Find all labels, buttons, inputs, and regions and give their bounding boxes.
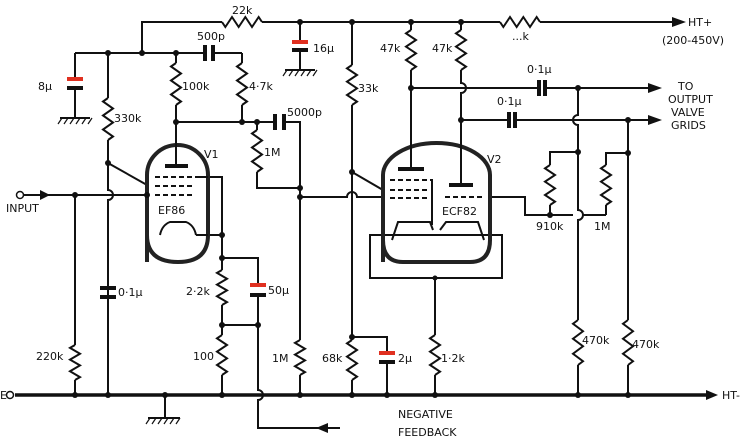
label-470k-a: 470k bbox=[582, 334, 610, 347]
label-feedback: FEEDBACK bbox=[398, 426, 457, 439]
resistor-dropper bbox=[499, 15, 541, 29]
resistor-1k2 bbox=[428, 334, 442, 376]
label-500p: 500p bbox=[197, 30, 225, 43]
label-5000p: 5000p bbox=[287, 106, 322, 119]
svg-text:VALVE: VALVE bbox=[671, 106, 705, 119]
resistor-68k bbox=[345, 339, 359, 381]
resistor-33k bbox=[345, 64, 359, 106]
label-68k: 68k bbox=[322, 352, 343, 365]
valve-v1 bbox=[145, 143, 210, 265]
label-1m-grid: 1M bbox=[264, 146, 281, 159]
label-910k: 910k bbox=[536, 220, 564, 233]
label-ef86: EF86 bbox=[158, 204, 185, 217]
arrows bbox=[5, 17, 718, 433]
label-33k: 33k bbox=[358, 82, 379, 95]
svg-text:OUTPUT: OUTPUT bbox=[668, 93, 713, 106]
label-dropper: ...k bbox=[512, 30, 529, 43]
label-22k: 22k bbox=[232, 4, 253, 17]
label-50u: 50µ bbox=[268, 284, 289, 297]
resistor-47k-b bbox=[454, 29, 468, 71]
resistor-470k-b bbox=[621, 319, 635, 366]
label-2k2: 2·2k bbox=[186, 285, 210, 298]
label-1k2: 1·2k bbox=[441, 352, 465, 365]
resistor-1m-b bbox=[599, 164, 613, 206]
label-47k-b: 47k bbox=[432, 42, 453, 55]
resistor-330k bbox=[101, 97, 115, 141]
ground-icon bbox=[145, 417, 181, 425]
label-earth: E bbox=[0, 389, 7, 402]
labels: 22k HT+ (200-450V) ...k 500p 16µ 8µ 100k… bbox=[0, 4, 740, 439]
label-ht-plus: HT+ bbox=[688, 16, 712, 29]
label-16u: 16µ bbox=[313, 42, 334, 55]
label-470k-b: 470k bbox=[632, 338, 660, 351]
resistor-22k bbox=[221, 15, 263, 29]
label-330k: 330k bbox=[114, 112, 142, 125]
label-v1: V1 bbox=[204, 148, 219, 161]
resistor-220k bbox=[68, 344, 82, 381]
output-label: TO OUTPUT VALVE GRIDS bbox=[668, 80, 713, 132]
resistor-1m-c bbox=[293, 339, 307, 376]
label-0-1u-in: 0·1µ bbox=[118, 286, 143, 299]
label-ht-range: (200-450V) bbox=[662, 34, 724, 47]
ground-icon bbox=[282, 69, 318, 77]
resistor-100k bbox=[169, 62, 183, 106]
label-v2: V2 bbox=[487, 153, 502, 166]
resistor-2k2 bbox=[215, 269, 229, 306]
svg-text:TO: TO bbox=[677, 80, 694, 93]
label-2u: 2µ bbox=[398, 352, 412, 365]
resistor-910k bbox=[543, 164, 557, 206]
capacitors bbox=[67, 40, 547, 364]
label-220k: 220k bbox=[36, 350, 64, 363]
resistor-100 bbox=[215, 334, 229, 376]
label-input: INPUT bbox=[6, 202, 39, 215]
ground-icon bbox=[57, 117, 93, 125]
label-100k: 100k bbox=[182, 80, 210, 93]
label-8u: 8µ bbox=[38, 80, 52, 93]
wires bbox=[15, 21, 710, 429]
label-1m-c: 1M bbox=[272, 352, 289, 365]
label-47k-a: 47k bbox=[380, 42, 401, 55]
resistor-4k7 bbox=[235, 62, 249, 106]
label-0-1u-b: 0·1µ bbox=[497, 95, 522, 108]
ground-symbols bbox=[57, 69, 318, 425]
valve-v2 bbox=[381, 141, 492, 264]
resistor-1m-grid bbox=[250, 129, 264, 173]
label-100: 100 bbox=[193, 350, 214, 363]
label-0-1u-a: 0·1µ bbox=[527, 63, 552, 76]
resistor-470k-a bbox=[571, 319, 585, 366]
label-ht-minus: HT- bbox=[722, 389, 740, 402]
label-ecf82: ECF82 bbox=[442, 205, 477, 218]
label-4k7: 4·7k bbox=[249, 80, 273, 93]
resistors bbox=[68, 15, 635, 381]
label-negative: NEGATIVE bbox=[398, 408, 453, 421]
junction-dots bbox=[72, 19, 631, 398]
resistor-47k-a bbox=[404, 29, 418, 71]
label-1m-b: 1M bbox=[594, 220, 611, 233]
svg-text:GRIDS: GRIDS bbox=[671, 119, 706, 132]
